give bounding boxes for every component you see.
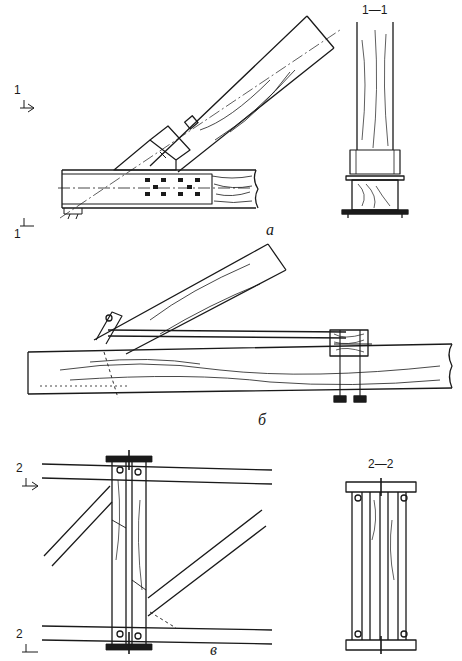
view-letter: б	[258, 412, 266, 428]
section-title: 2—2	[368, 458, 393, 470]
view-letter: а	[266, 222, 274, 238]
section-mark: 1	[14, 84, 21, 96]
section-mark: 1	[14, 228, 21, 240]
section-title: 1—1	[362, 4, 387, 16]
section-mark: 2	[16, 628, 23, 640]
section-mark: 2	[16, 462, 23, 474]
view-letter: в	[210, 642, 217, 658]
